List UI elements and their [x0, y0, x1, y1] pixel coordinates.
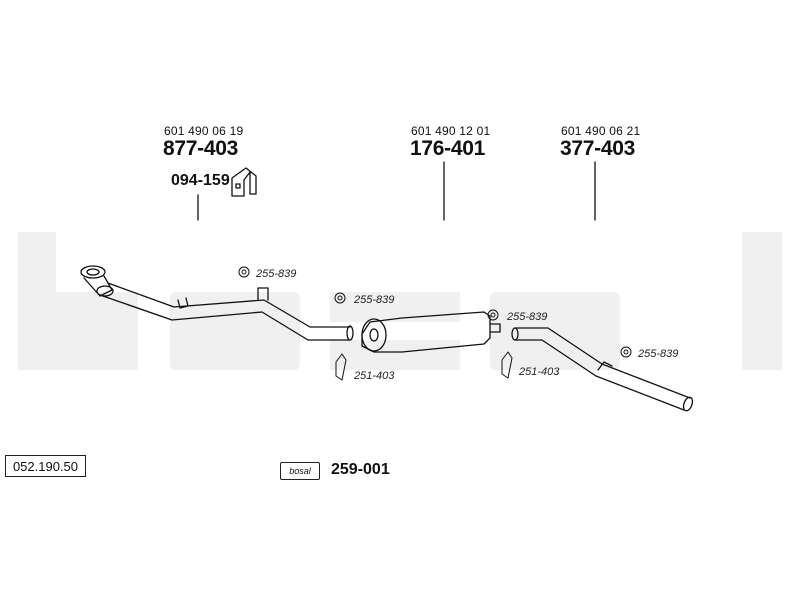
oe-number-rear-pipe: 601 490 06 21	[561, 124, 641, 138]
part-number-middle-silencer[interactable]: 176-401	[410, 137, 485, 160]
mounting-bracket-icon	[231, 167, 257, 197]
drawing-number: 052.190.50	[5, 455, 86, 477]
clamp-ref-3[interactable]: 255-839	[507, 311, 548, 323]
oe-number-middle-silencer: 601 490 12 01	[411, 124, 491, 138]
rear-pipe	[511, 327, 694, 412]
oe-number-front-pipe: 601 490 06 19	[164, 124, 244, 138]
clamp-icons	[238, 266, 632, 358]
gasket-icons	[335, 351, 513, 381]
front-pipe	[80, 265, 354, 341]
part-number-rear-pipe[interactable]: 377-403	[560, 137, 635, 160]
clamp-ref-2[interactable]: 255-839	[354, 294, 395, 306]
part-number-front-pipe[interactable]: 877-403	[163, 137, 238, 160]
gasket-ref-1[interactable]: 251-403	[354, 370, 395, 382]
part-number-mount[interactable]: 094-159	[171, 172, 230, 189]
middle-silencer	[361, 311, 501, 353]
clamp-ref-4[interactable]: 255-839	[638, 348, 679, 360]
clamp-ref-1[interactable]: 255-839	[256, 268, 297, 280]
gasket-ref-2[interactable]: 251-403	[519, 366, 560, 378]
mounting-kit-part-number[interactable]: 259-001	[331, 461, 390, 478]
bosal-logo-badge: bosal	[280, 462, 320, 480]
